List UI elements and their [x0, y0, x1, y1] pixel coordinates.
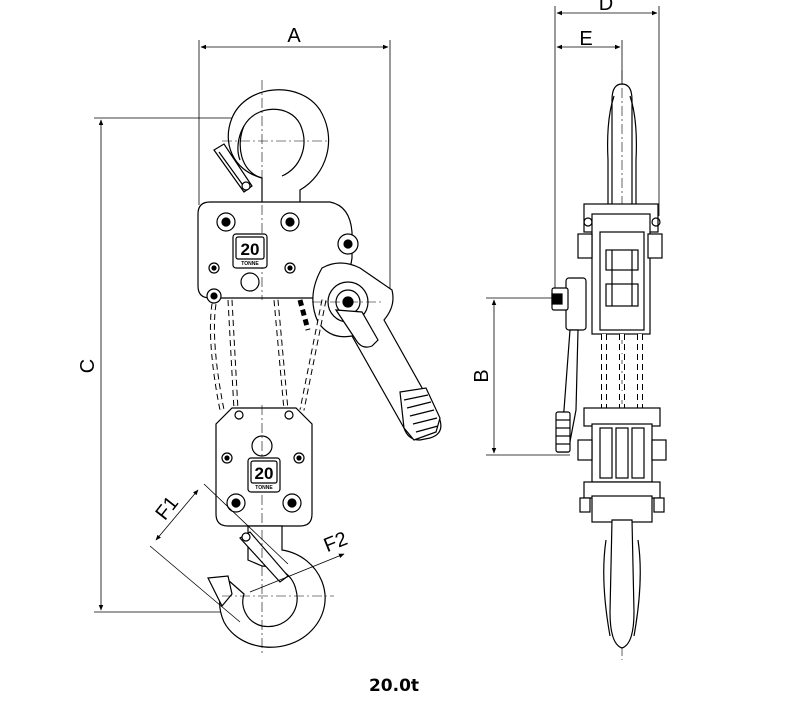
dimension-b: B [471, 297, 570, 456]
capacity-badge-top-number: 20 [241, 240, 260, 259]
side-view: D E B [471, 0, 667, 660]
bottom-hook [207, 525, 334, 655]
load-chains [209, 299, 327, 411]
lever-handle [312, 262, 442, 441]
side-lever-handle [555, 329, 579, 453]
dimension-d-label: D [599, 0, 613, 15]
dimension-c: C [77, 117, 240, 613]
capacity-badge-top-unit: TONNE [241, 261, 259, 267]
side-bottom-hook [603, 519, 641, 649]
dimension-b-label: B [471, 369, 493, 382]
side-body [551, 203, 663, 335]
dimension-f2-label: F2 [321, 528, 351, 557]
dimension-a: A [198, 25, 391, 290]
dimension-a-label: A [287, 25, 301, 47]
capacity-badge-top: 20 TONNE [232, 233, 268, 269]
dimension-e-label: E [579, 28, 592, 50]
capacity-badge-bottom: 20 TONNE [247, 457, 281, 493]
side-bottom-block [577, 407, 667, 523]
dimension-c-label: C [77, 359, 99, 373]
top-hook [213, 80, 330, 206]
capacity-caption: 20.0t [368, 676, 420, 696]
capacity-badge-bottom-number: 20 [255, 464, 274, 483]
dimension-d: D [554, 0, 660, 300]
dimension-f1-label: F1 [151, 492, 183, 524]
hoist-body [197, 201, 359, 304]
side-chains [601, 334, 643, 412]
front-view: A C [77, 25, 442, 655]
capacity-badge-bottom-unit: TONNE [255, 485, 273, 491]
